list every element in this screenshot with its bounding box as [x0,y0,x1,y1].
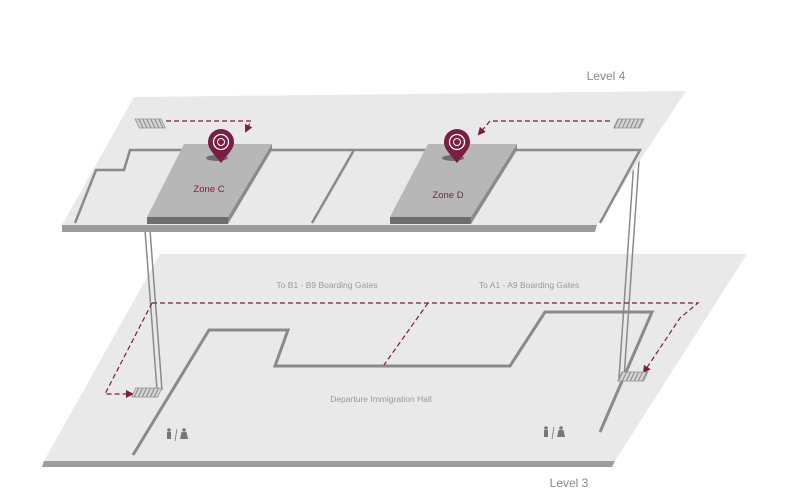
zone-c-block [147,144,272,224]
escalator-icon [617,371,649,382]
route-line-branch [383,302,429,366]
level-label-upper: Level 4 [587,69,626,83]
route-line-main [152,302,700,374]
level-4-route [166,120,610,136]
escalator-icon [131,387,163,398]
area-label-immigration-hall: Departure Immigration Hall [330,394,432,404]
connecting-shafts [144,159,640,391]
zone-c-label: Zone C [193,184,224,195]
level-4-wall-divider [310,149,356,224]
escalator-icon [613,118,645,129]
level-3-floor [42,254,747,467]
restroom-icon [544,426,565,440]
route-label-a-gates: To A1 - A9 Boarding Gates [479,280,579,290]
level-label-lower: Level 3 [550,476,589,490]
level-3-wall [131,310,655,456]
level-3-floor-surface [44,254,747,461]
zone-c-pin[interactable] [206,129,234,163]
route-line-to-zone-c [166,120,253,133]
level-4-floor-edge [62,225,597,232]
zone-d-pin[interactable] [442,129,470,163]
route-line-left [104,302,153,398]
level-3-floor-edge [42,461,615,467]
zone-d-label: Zone D [432,190,463,201]
level-4-wall [73,148,643,224]
route-line-to-zone-d [477,120,610,136]
zone-d-block [390,144,517,224]
route-label-b-gates: To B1 - B9 Boarding Gates [276,280,377,290]
escalator-icon [134,118,166,129]
restroom-icon [167,428,188,442]
level-3-route [104,302,700,398]
